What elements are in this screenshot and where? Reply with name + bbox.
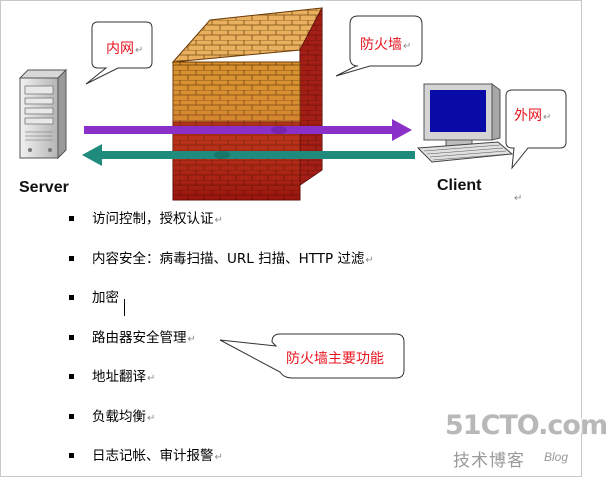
firewall-feature-list: 访问控制，授权认证↵ 内容安全：病毒扫描、URL 扫描、HTTP 过滤↵ 加密 … [66,210,374,487]
firewall-bubble [335,15,423,77]
list-item: 访问控制，授权认证↵ [66,210,374,250]
server-icon [18,68,68,160]
main-functions-label: 防火墙主要功能 [286,351,384,367]
watermark-blog: Blog [544,450,569,464]
list-item: 负载均衡↵ [66,408,374,448]
firewall-label: 防火墙↵ [360,37,412,53]
bullet-icon [69,295,74,300]
bullet-icon [69,413,74,419]
bullet-icon [69,255,74,261]
bullet-icon [69,374,74,379]
network-diagram [18,7,567,379]
inbound-arrow-shaft [100,151,415,159]
intranet-bubble [85,21,153,85]
extranet-bubble [505,89,567,170]
watermark: 51CTO.com 技术博客 Blog [445,410,607,472]
paragraph-mark: ↵ [514,193,523,204]
text-cursor [124,299,125,316]
server-label: Server [19,179,69,196]
bullet-icon [69,216,74,221]
client-computer-icon [416,83,526,163]
extranet-label: 外网↵ [514,108,552,124]
list-item: 日志记帐、审计报警↵ [66,447,374,487]
list-item: 路由器安全管理↵ [66,329,374,369]
outbound-arrow-shaft [84,126,394,134]
firewall-wall-icon [171,7,323,201]
traffic-arrows [82,119,415,166]
main-functions-bubble [219,333,405,379]
outbound-arrow-head [392,119,412,141]
list-item: 地址翻译↵ [66,368,374,408]
intranet-label: 内网↵ [106,41,144,57]
bullet-icon [69,334,74,340]
inbound-arrow-head [82,144,102,166]
watermark-brand: 51CTO.com [445,410,607,441]
list-item: 内容安全：病毒扫描、URL 扫描、HTTP 过滤↵ [66,250,374,290]
watermark-subtitle: 技术博客 [453,451,525,471]
image-frame [0,0,582,477]
bullet-icon [69,453,74,458]
list-item: 加密 [66,289,374,329]
client-label: Client [437,177,482,194]
